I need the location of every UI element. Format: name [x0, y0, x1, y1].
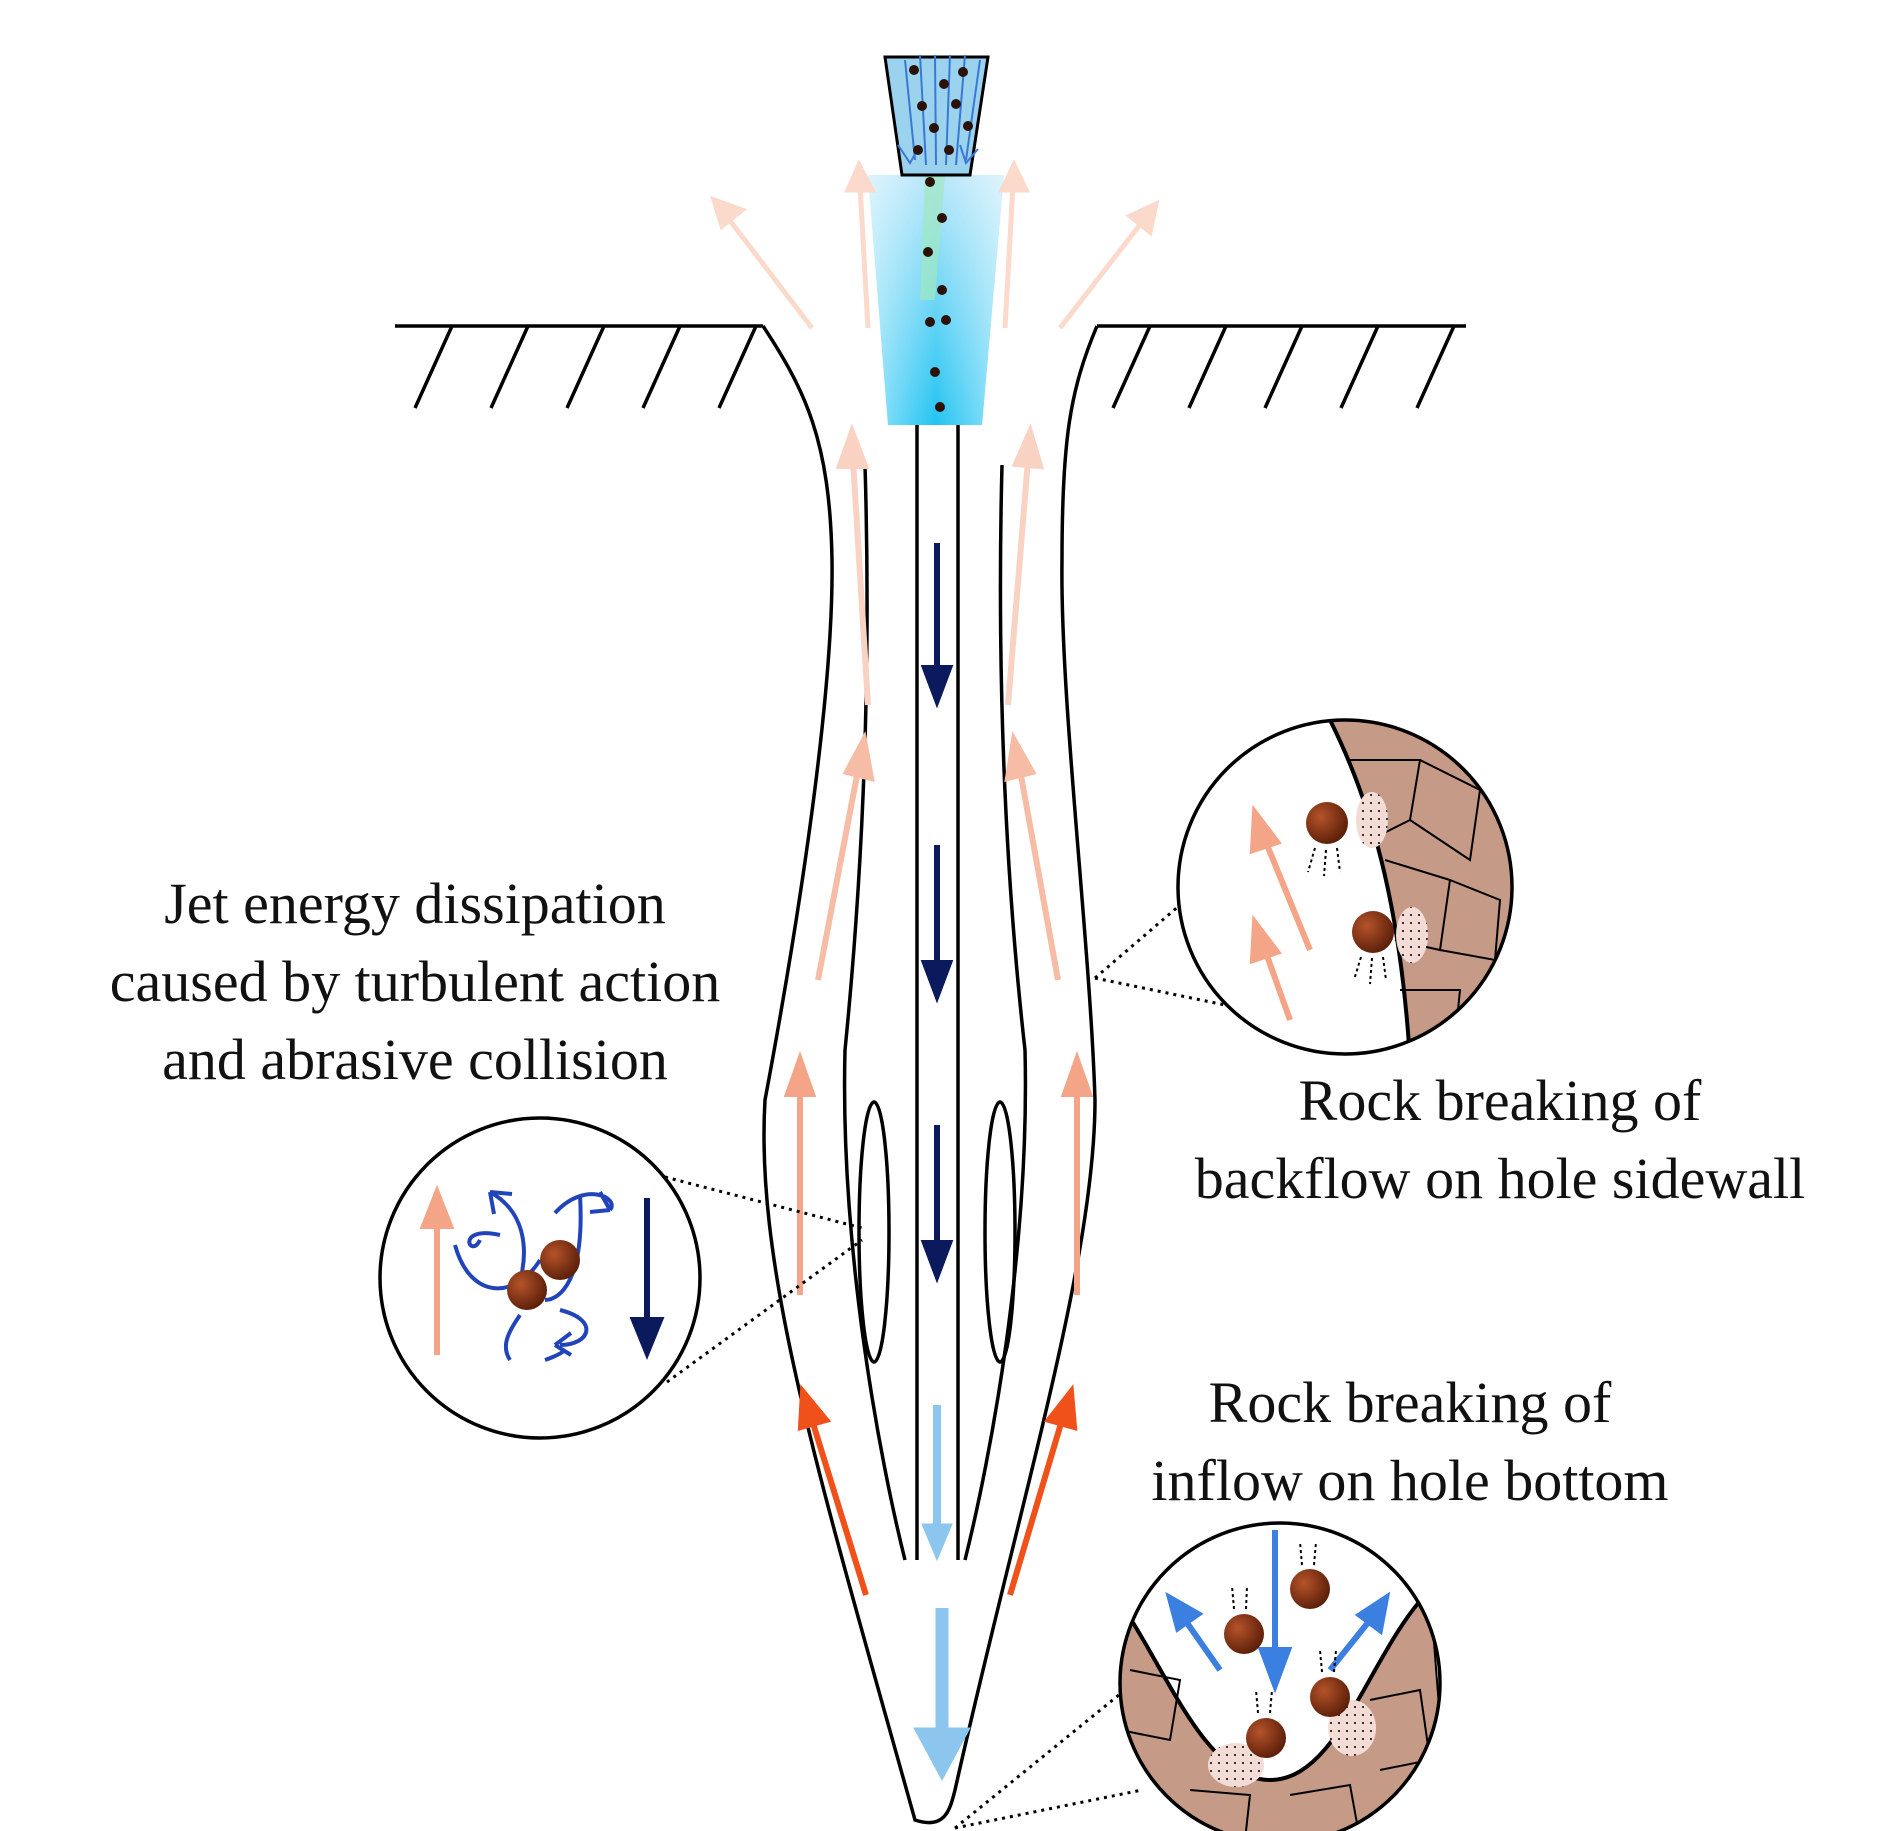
abrasive-particles-jet	[909, 65, 973, 412]
bottom-rock-breaking-label: Rock breaking of inflow on hole bottom	[1151, 1370, 1669, 1513]
downflow-arrows-dark	[920, 543, 954, 1284]
sidewall-callout	[1176, 718, 1514, 1056]
turbulence-callout	[378, 1116, 702, 1440]
callout-leaders	[664, 903, 1226, 1830]
hole-outline	[761, 325, 1099, 1825]
bottom-callout	[1118, 1521, 1442, 1831]
central-jet-tube	[915, 425, 960, 1560]
abrasive-particle	[1246, 1718, 1286, 1758]
backflow-arrows-pale	[835, 423, 1045, 706]
abrasive-particle	[1352, 911, 1394, 953]
damaged-rock-zone	[1396, 907, 1428, 963]
callout-downflow-arrow	[629, 1198, 665, 1360]
abrasive-particle	[1290, 1569, 1330, 1609]
spray-arrows	[710, 159, 1160, 330]
inflow-arrows-red	[797, 1384, 1078, 1596]
ground-surface	[395, 324, 1466, 409]
callout-backflow-arrow	[419, 1184, 455, 1355]
backflow-arrows-mid	[783, 1050, 1094, 1295]
damaged-rock-zone	[1208, 1743, 1264, 1787]
abrasive-particle	[1306, 802, 1348, 844]
nozzle	[868, 54, 1004, 425]
damaged-rock-zone	[1356, 792, 1388, 848]
callout-inflow-arrows	[1165, 1530, 1391, 1694]
backflow-arrows-light	[815, 730, 1061, 981]
downflow-arrows-light	[913, 1405, 971, 1782]
abrasive-particle	[540, 1240, 580, 1280]
abrasive-particle	[1310, 1677, 1350, 1717]
abrasive-particle	[1224, 1614, 1264, 1654]
jet-energy-dissipation-label: Jet energy dissipation caused by turbule…	[109, 871, 721, 1092]
abrasive-particle	[507, 1270, 547, 1310]
sidewall-rock-breaking-label: Rock breaking of backflow on hole sidewa…	[1194, 1068, 1806, 1211]
vortex-ellipses	[857, 1100, 1017, 1364]
turbulent-eddy-arrows	[453, 1190, 614, 1362]
callout-backflow-arrows	[1249, 804, 1313, 1022]
